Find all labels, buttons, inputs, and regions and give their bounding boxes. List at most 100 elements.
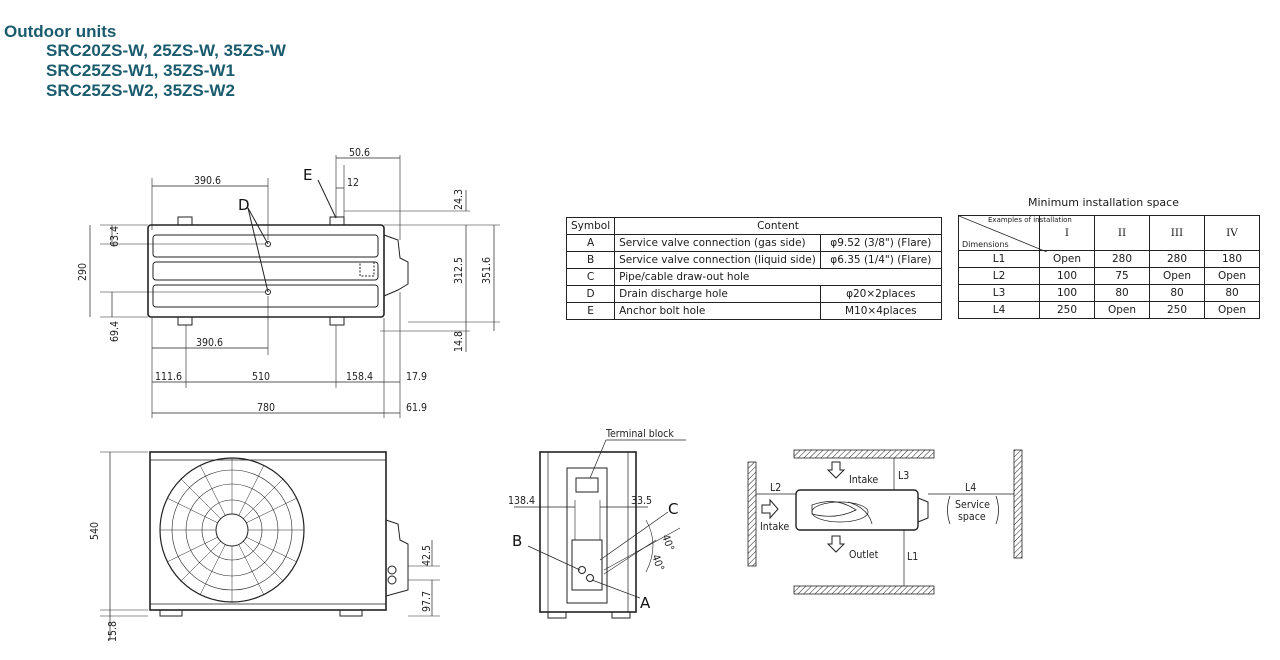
cell: Open — [1204, 301, 1260, 319]
row-content: Service valve connection (gas side) — [614, 234, 821, 252]
model-line-1: SRC20ZS-W, 25ZS-W, 35ZS-W — [46, 41, 286, 60]
side-view-labels: Terminal block 138.4 33.5 C B A 40° 40° — [508, 428, 678, 612]
cell: Open — [1149, 267, 1205, 285]
valve-area — [571, 539, 603, 591]
cell: 250 — [1039, 301, 1095, 319]
wall-bottom — [793, 585, 935, 595]
min-space-header: Examples of installation Dimensions I II… — [958, 215, 1260, 252]
row-dim: L4 — [958, 301, 1040, 319]
intake-top-arrow — [826, 461, 846, 479]
wall-top — [793, 449, 935, 459]
grille-spokes — [160, 458, 304, 602]
intake-left-label: Intake — [760, 521, 789, 533]
row-content: Service valve connection (liquid side) — [614, 251, 821, 269]
model-line-2: SRC25ZS-W1, 35ZS-W1 — [46, 61, 235, 80]
dim-l2: L2 — [770, 482, 781, 494]
unit-valves — [917, 497, 929, 523]
row-symbol: A — [565, 234, 616, 252]
dim-390-6-top: 390.6 — [194, 175, 221, 187]
installation-space-diagram — [747, 449, 1023, 595]
dim-61-9: 61.9 — [406, 402, 427, 414]
dim-63-4: 63.4 — [109, 226, 121, 247]
cell: 180 — [1204, 250, 1260, 268]
foot-3 — [177, 316, 193, 326]
col-ii: II — [1094, 215, 1150, 251]
row-value: φ20×2places — [819, 285, 942, 303]
top-panel-2 — [152, 261, 379, 281]
row-dim: L1 — [958, 250, 1040, 268]
space-diagram-labels: Intake Intake Outlet Service space L2 L3… — [760, 470, 990, 563]
table-row: E Anchor bolt hole M10×4places — [565, 302, 942, 320]
label-c: C — [668, 500, 678, 518]
outlet-arrow — [826, 535, 846, 553]
dim-42-5: 42.5 — [421, 545, 433, 566]
corner-top-label: Examples of installation — [988, 216, 1072, 224]
intake-left-arrow — [761, 498, 779, 520]
dim-290: 290 — [77, 263, 89, 281]
table-row: L1 Open 280 280 180 — [958, 250, 1260, 268]
dim-312-5: 312.5 — [453, 257, 465, 284]
table-row: L2 100 75 Open Open — [958, 267, 1260, 285]
row-value: φ9.52 (3/8") (Flare) — [819, 234, 942, 252]
title-main: Outdoor units — [4, 22, 117, 41]
front-view — [100, 451, 440, 640]
cell: 280 — [1094, 250, 1150, 268]
dim-780: 780 — [257, 402, 275, 414]
cell: 80 — [1094, 284, 1150, 302]
unit-top-view — [795, 489, 919, 531]
dim-69-4: 69.4 — [109, 321, 121, 342]
side-panel — [566, 467, 608, 604]
symbol-table-header: Symbol Content — [565, 217, 942, 235]
corner-bottom-label: Dimensions — [962, 240, 1009, 249]
cell: 80 — [1149, 284, 1205, 302]
min-space-table: Examples of installation Dimensions I II… — [958, 215, 1260, 319]
side-view — [514, 439, 686, 619]
table-row: D Drain discharge hole φ20×2places — [565, 285, 942, 303]
dim-l3: L3 — [898, 470, 909, 482]
dim-15-8: 15.8 — [107, 621, 119, 642]
top-view-fitting — [359, 261, 375, 277]
dim-158-4: 158.4 — [346, 371, 373, 383]
cell: 75 — [1094, 267, 1150, 285]
label-b: B — [512, 532, 522, 550]
dim-390-6-bottom: 390.6 — [196, 337, 223, 349]
corner-cell: Examples of installation Dimensions — [958, 215, 1072, 252]
top-view-body — [147, 224, 385, 318]
table-row: C Pipe/cable draw-out hole — [565, 268, 942, 286]
table-row: L4 250 Open 250 Open — [958, 301, 1260, 319]
angle-40-b: 40° — [649, 553, 666, 573]
wall-left — [747, 461, 757, 567]
leader-d1 — [247, 207, 269, 245]
top-view — [89, 155, 500, 418]
wall-right — [1013, 449, 1023, 559]
dim-97-7: 97.7 — [421, 591, 433, 612]
terminal-block-shape — [575, 477, 599, 493]
dim-540: 540 — [89, 522, 101, 540]
corner-diagonal — [959, 216, 1047, 252]
dim-111-6: 111.6 — [155, 371, 182, 383]
front-view-valves — [385, 519, 409, 597]
cell: 280 — [1149, 250, 1205, 268]
dim-351-6: 351.6 — [481, 257, 493, 284]
leader-e — [317, 179, 337, 219]
outlet-label: Outlet — [849, 549, 879, 561]
cell: 250 — [1149, 301, 1205, 319]
label-e: E — [303, 166, 312, 184]
row-value: φ6.35 (1/4") (Flare) — [819, 251, 942, 269]
top-view-dimensions: 390.6 50.6 12 E D 63.4 290 69.4 390.6 11… — [77, 147, 493, 414]
terminal-block-label: Terminal block — [605, 428, 674, 440]
angle-40-a: 40° — [659, 533, 676, 553]
dim-138-4: 138.4 — [508, 495, 535, 507]
table-row: A Service valve connection (gas side) φ9… — [565, 234, 942, 252]
row-symbol: B — [565, 251, 616, 269]
top-view-valves — [383, 234, 409, 297]
row-dim: L2 — [958, 267, 1040, 285]
service-label-1: Service — [955, 499, 990, 511]
header-content: Content — [614, 217, 942, 235]
dim-l1: L1 — [907, 551, 918, 563]
leader-d2 — [247, 207, 269, 293]
top-panel-3 — [152, 284, 379, 308]
row-symbol: E — [565, 302, 616, 320]
table-row: B Service valve connection (liquid side)… — [565, 251, 942, 269]
row-symbol: C — [565, 268, 616, 286]
